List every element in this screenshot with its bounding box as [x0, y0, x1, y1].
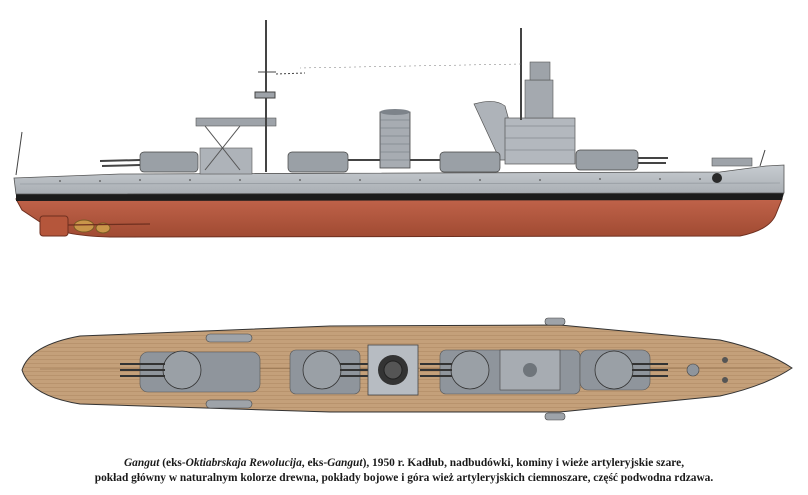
anchor-hawse — [712, 173, 722, 183]
propeller-rudder — [39, 215, 151, 237]
side-profile-view — [13, 20, 785, 238]
turret-side-4 — [575, 149, 668, 171]
caption: Gangut (eks-Oktiabrskaja Rewolucija, eks… — [0, 456, 808, 486]
forward-superstructure — [299, 28, 576, 165]
caption-rest-line1: ), 1950 r. Kadłub, nadbudówki, kominy i … — [362, 457, 685, 469]
upper-hull — [13, 164, 785, 195]
turret-side-2 — [287, 151, 380, 173]
ship-drawings — [13, 20, 793, 421]
aft-mast — [254, 20, 306, 172]
caption-line-2: pokład główny w naturalnym kolorze drewn… — [94, 472, 714, 484]
funnel — [379, 109, 411, 169]
turret-side-3 — [410, 151, 501, 173]
caption-sep: , eks- — [301, 457, 328, 469]
caption-open: (eks- — [159, 457, 186, 469]
caption-alt-name-2: Gangut — [327, 457, 363, 469]
turret-top-3 — [420, 350, 490, 390]
turret-side-1 — [99, 151, 199, 173]
caption-alt-name-1: Oktiabrskaja Rewolucija — [185, 457, 302, 469]
turret-top-1 — [120, 350, 202, 390]
turret-top-2 — [302, 350, 372, 390]
turret-top-4 — [594, 350, 668, 390]
funnel-top — [367, 344, 419, 396]
boot-topping — [16, 193, 784, 201]
bridge-top — [499, 349, 561, 391]
top-plan-view — [21, 317, 793, 421]
caption-ship-name: Gangut — [123, 457, 160, 469]
portholes — [59, 178, 701, 182]
caption-line-1: Gangut (eks-Oktiabrskaja Rewolucija, eks… — [0, 456, 808, 471]
underwater-hull — [15, 198, 783, 238]
